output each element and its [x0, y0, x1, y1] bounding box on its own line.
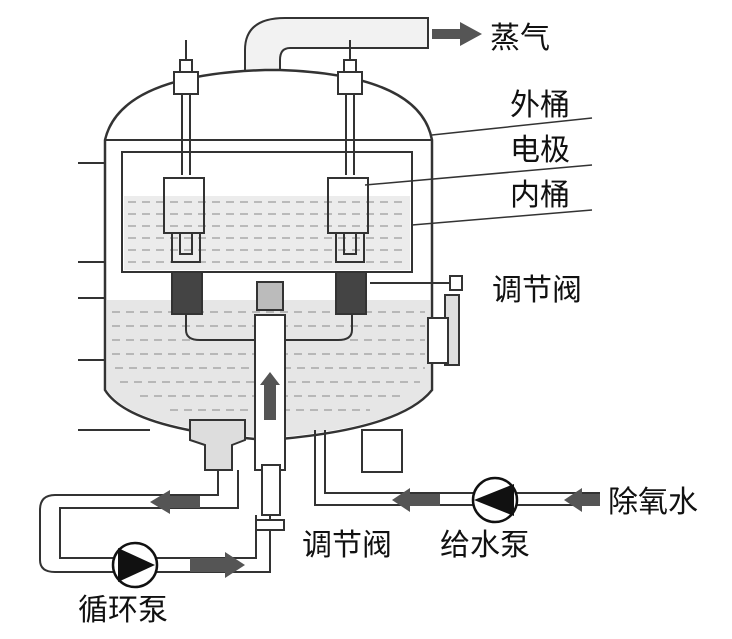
- label-regulating-valve-right: 调节阀: [492, 273, 582, 308]
- loop-arrow-right: [190, 552, 245, 578]
- feed-pump: [471, 476, 519, 524]
- riser-up-arrow: [260, 372, 280, 420]
- label-electrode: 电极: [510, 133, 570, 168]
- label-inner-barrel: 内桶: [510, 178, 570, 213]
- label-circulation-pump: 循环泵: [78, 593, 168, 628]
- label-outer-barrel: 外桶: [510, 88, 570, 123]
- electrode-left: [163, 40, 205, 315]
- right-valve-assembly: [370, 275, 463, 366]
- label-regulating-valve-bottom: 调节阀: [302, 528, 392, 563]
- feed-arrow-left: [392, 488, 440, 512]
- left-nozzles: [78, 162, 150, 431]
- steam-arrow: [432, 22, 482, 46]
- steam-outlet-pipe: [244, 17, 429, 72]
- feed-water-pipe: [314, 430, 600, 506]
- electrode-right: [327, 40, 369, 315]
- bottom-leg: [361, 429, 403, 473]
- label-steam: 蒸气: [490, 21, 550, 56]
- bottom-outlet: [189, 419, 246, 471]
- recirculation-loop: [39, 470, 271, 573]
- label-deaerated-water: 除氧水: [608, 485, 698, 520]
- leader-lines: [364, 117, 593, 226]
- bottom-valve: [255, 519, 285, 531]
- deaerated-arrow: [564, 488, 600, 512]
- loop-arrow-left: [150, 490, 200, 514]
- label-feed-pump: 给水泵: [440, 528, 530, 563]
- circulation-pump: [111, 541, 159, 589]
